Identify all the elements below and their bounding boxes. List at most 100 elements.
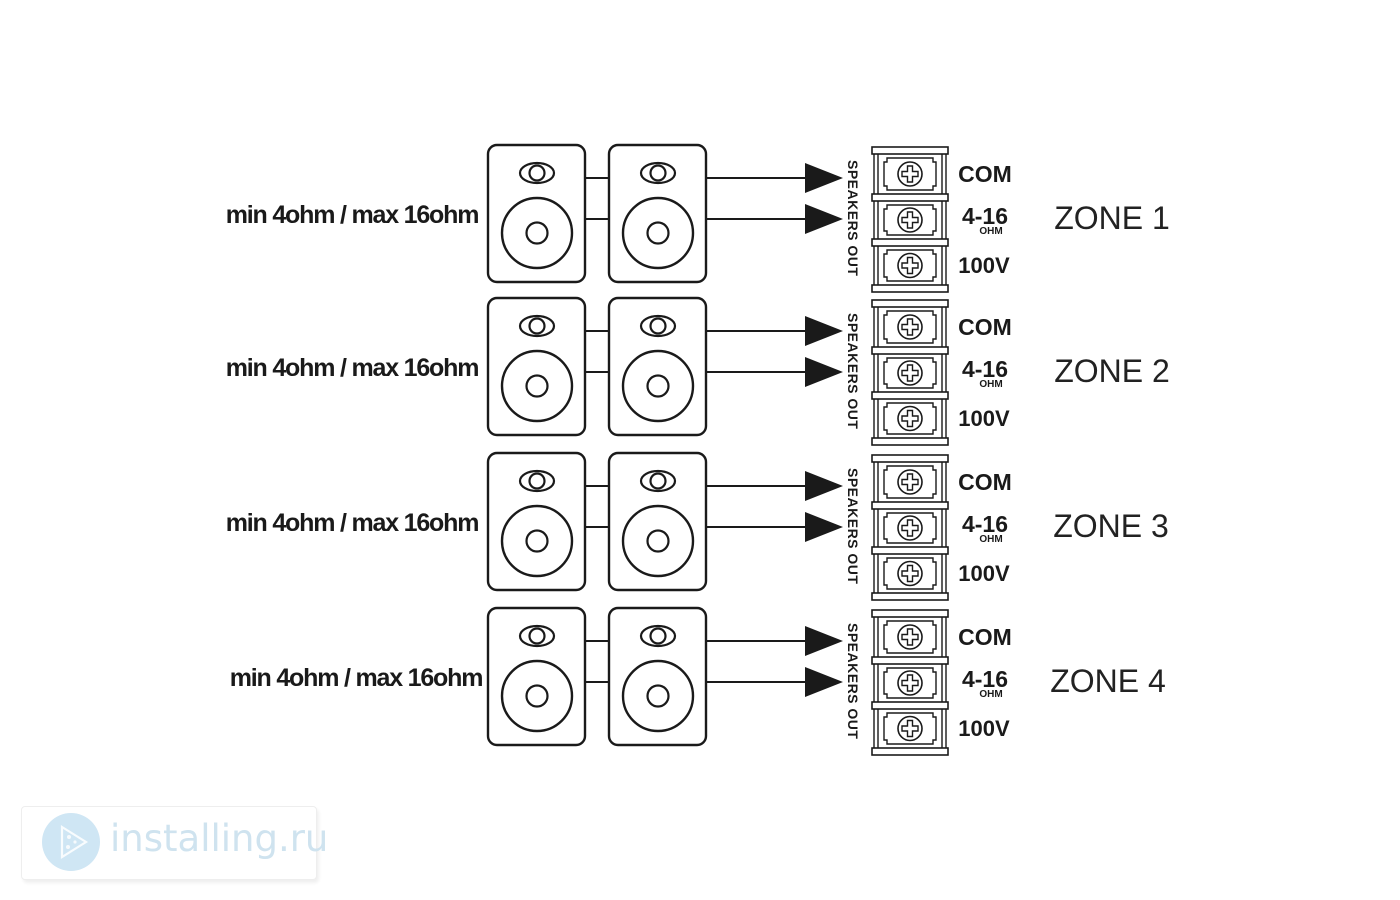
watermark-text: installing.ru: [110, 817, 329, 860]
tweeter: [639, 314, 677, 338]
impedance-label: min 4ohm / max 16ohm: [226, 201, 478, 229]
terminal-separator: [871, 299, 949, 308]
terminal-ohm-label: 4-16: [962, 666, 1008, 692]
terminal-plate: [883, 249, 937, 282]
terminal-com-label: COM: [958, 469, 1012, 495]
terminal-ohm-unit: OHM: [979, 379, 1002, 390]
terminal-separator: [871, 701, 949, 710]
screw-cross: [901, 719, 919, 738]
arrow-icon: [805, 316, 843, 346]
terminal-separator: [871, 238, 949, 247]
arrow-icon: [805, 163, 843, 193]
terminal-block: [871, 146, 949, 293]
terminal-100v-label: 100V: [958, 561, 1010, 586]
terminal-plate: [883, 712, 937, 745]
terminal-plate: [883, 310, 937, 344]
terminal-plate: [883, 357, 937, 389]
terminal-100v-label: 100V: [958, 716, 1010, 741]
terminal-ohm-unit: OHM: [979, 534, 1002, 545]
tweeter-dome: [649, 472, 667, 490]
tweeter: [518, 624, 556, 648]
screw-cross: [901, 364, 919, 382]
terminal-block: [871, 454, 949, 601]
woofer: [500, 196, 574, 270]
terminal-plate: [883, 512, 937, 544]
terminal-ohm-label: 4-16: [962, 203, 1008, 229]
speaker-icon: [486, 606, 587, 747]
screw-cross: [901, 564, 919, 583]
woofer: [621, 659, 695, 733]
terminal-block: [871, 299, 949, 446]
tweeter: [639, 469, 677, 493]
tweeter: [639, 624, 677, 648]
terminal-plate: [883, 667, 937, 699]
screw-cross: [901, 256, 919, 275]
terminal-ohm-unit: OHM: [979, 226, 1002, 237]
screw-icon: [897, 560, 923, 587]
terminal-com-label: COM: [958, 624, 1012, 650]
screw-icon: [897, 469, 923, 495]
terminal-com-label: COM: [958, 161, 1012, 187]
speaker-cabinet: [486, 296, 587, 437]
terminal-ohm-label: 4-16: [962, 356, 1008, 382]
woofer: [621, 196, 695, 270]
screw-icon: [897, 207, 923, 233]
terminal-block: [871, 609, 949, 756]
screw-icon: [897, 715, 923, 742]
woofer-cap: [525, 684, 549, 708]
screw-icon: [897, 670, 923, 696]
speaker-icon: [486, 451, 587, 592]
screw-icon: [897, 161, 923, 187]
impedance-label: min 4ohm / max 16ohm: [226, 509, 478, 537]
speakers-out-label: SPEAKERS OUT: [845, 160, 861, 276]
arrow-icon: [805, 471, 843, 501]
screw-cross: [901, 628, 919, 646]
impedance-label: min 4ohm / max 16ohm: [226, 354, 478, 382]
woofer-cap: [646, 374, 670, 398]
screw-icon: [897, 515, 923, 541]
speakers-out-label: SPEAKERS OUT: [845, 468, 861, 584]
terminal-separator: [871, 284, 949, 293]
terminal-separator: [871, 193, 949, 202]
woofer-cap: [525, 221, 549, 245]
screw-icon: [897, 624, 923, 650]
speaker-cabinet: [607, 296, 708, 437]
arrow-icon: [805, 204, 843, 234]
screw-cross: [901, 473, 919, 491]
zone-label: ZONE 4: [1050, 663, 1166, 699]
terminal-plate: [883, 620, 937, 654]
terminal-plate: [883, 204, 937, 236]
tweeter-dome: [649, 164, 667, 182]
speaker-icon: [607, 451, 708, 592]
speakers-out-label: SPEAKERS OUT: [845, 623, 861, 739]
zone-label: ZONE 2: [1054, 353, 1170, 389]
woofer: [500, 504, 574, 578]
tweeter: [518, 161, 556, 185]
speakers-out-label: SPEAKERS OUT: [845, 313, 861, 429]
terminal-separator: [871, 346, 949, 355]
watermark-logo-icon: [42, 813, 100, 871]
woofer-cap: [525, 374, 549, 398]
speaker-cabinet: [607, 606, 708, 747]
speaker-cabinet: [607, 143, 708, 284]
terminal-separator: [871, 592, 949, 601]
tweeter: [518, 469, 556, 493]
woofer-cap: [646, 684, 670, 708]
terminal-separator: [871, 146, 949, 155]
woofer: [500, 349, 574, 423]
terminal-separator: [871, 609, 949, 618]
screw-icon: [897, 314, 923, 340]
zone-label: ZONE 3: [1053, 508, 1169, 544]
terminal-separator: [871, 454, 949, 463]
terminal-separator: [871, 656, 949, 665]
woofer: [621, 349, 695, 423]
screw-cross: [901, 211, 919, 229]
screw-icon: [897, 252, 923, 279]
terminal-separator: [871, 391, 949, 400]
woofer-cap: [525, 529, 549, 553]
speaker-icon: [607, 606, 708, 747]
